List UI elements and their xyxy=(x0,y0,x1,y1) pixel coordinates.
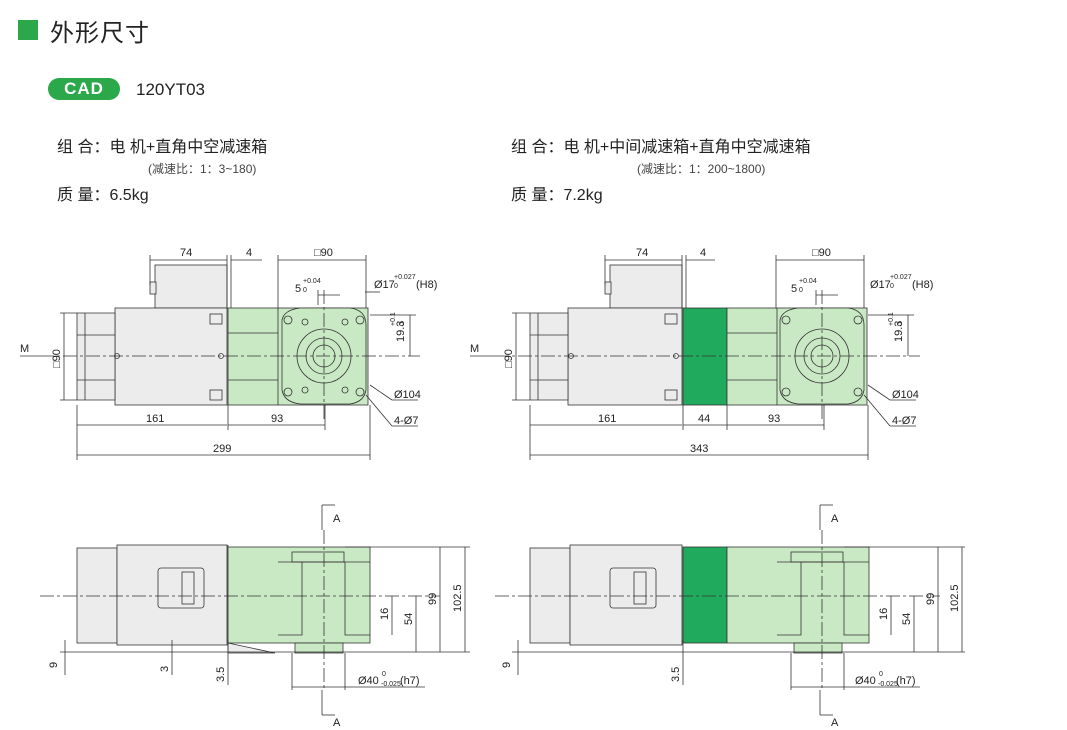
dim-holes: 4-Ø7 xyxy=(892,415,916,427)
dim-5-tol-lower: 0 xyxy=(799,287,803,294)
dim-19-3-tol-upper: +0.1 xyxy=(888,312,895,326)
dim-phi17-tol-lower: 0 xyxy=(394,283,398,290)
dim-54: 54 xyxy=(403,613,415,625)
section-a-top: A xyxy=(333,513,341,525)
section-a-top: A xyxy=(831,513,839,525)
dim-phi40-fit: (h7) xyxy=(400,675,420,687)
dim-299: 299 xyxy=(213,443,231,455)
left-combination: 组 合：电 机+直角中空减速箱 xyxy=(57,139,268,156)
dim-93: 93 xyxy=(768,413,780,425)
dim-5-tol-upper: +0.04 xyxy=(303,278,321,285)
dim-side-sq90: □90 xyxy=(503,349,515,368)
label-m: M xyxy=(20,343,29,355)
dim-phi104: Ø104 xyxy=(394,389,421,401)
dim-phi17: Ø17 xyxy=(870,279,891,291)
dim-3: 3 xyxy=(159,666,171,672)
dim-sq90: □90 xyxy=(812,247,831,259)
dim-16: 16 xyxy=(379,608,391,620)
dim-102-5: 102.5 xyxy=(452,584,464,612)
dim-phi17-fit: (H8) xyxy=(912,279,933,291)
dim-19-3-tol-lower: 0 xyxy=(897,322,904,326)
dim-phi104: Ø104 xyxy=(892,389,919,401)
right-mass: 质 量：7.2kg xyxy=(511,187,603,204)
dim-19-3-tol-lower: 0 xyxy=(399,322,406,326)
dim-phi40-tol-lower: -0.025 xyxy=(878,681,898,688)
right-combination: 组 合：电 机+中间减速箱+直角中空减速箱 xyxy=(511,139,811,156)
dim-sq90: □90 xyxy=(314,247,333,259)
dim-phi17-tol-upper: +0.027 xyxy=(394,274,416,281)
dim-phi40: Ø40 xyxy=(358,675,379,687)
right-side-view-drawing: A A 16 54 99 102.5 9 3.5 Ø40 0 -0.025 (h… xyxy=(495,504,965,729)
dim-5-tol-upper: +0.04 xyxy=(799,278,817,285)
dim-5: 5 xyxy=(295,283,301,295)
dim-19-3: 19.3 xyxy=(395,321,407,342)
dim-19-3: 19.3 xyxy=(893,321,905,342)
dim-93: 93 xyxy=(271,413,283,425)
dim-74: 74 xyxy=(180,247,192,259)
dim-phi17-fit: (H8) xyxy=(416,279,437,291)
dim-4: 4 xyxy=(700,247,706,259)
dim-phi17-tol-upper: +0.027 xyxy=(890,274,912,281)
dim-phi40-tol-lower: -0.025 xyxy=(381,681,401,688)
dim-4: 4 xyxy=(246,247,252,259)
section-a-bottom: A xyxy=(831,717,839,729)
dim-phi40-fit: (h7) xyxy=(896,675,916,687)
dim-phi17-tol-lower: 0 xyxy=(890,283,894,290)
left-ratio: (减速比：1：3~180) xyxy=(148,162,257,176)
dim-9: 9 xyxy=(48,662,60,668)
dim-phi40-tol-upper: 0 xyxy=(382,671,386,678)
page-title: 外形尺寸 xyxy=(50,20,150,47)
right-front-view-drawing: 74 4 □90 5 +0.04 0 Ø17 +0.027 0 (H8) 19.… xyxy=(470,247,933,460)
dim-phi40-tol-upper: 0 xyxy=(879,671,883,678)
model-number: 120YT03 xyxy=(136,80,205,99)
dim-3-5: 3.5 xyxy=(670,667,682,682)
dim-161: 161 xyxy=(146,413,164,425)
left-mass: 质 量：6.5kg xyxy=(57,187,149,204)
dim-16: 16 xyxy=(878,608,890,620)
dim-phi17: Ø17 xyxy=(374,279,395,291)
dim-99: 99 xyxy=(427,593,439,605)
dim-161: 161 xyxy=(598,413,616,425)
dim-side-sq90: □90 xyxy=(51,349,63,368)
dim-54: 54 xyxy=(901,613,913,625)
left-front-view-drawing: 74 4 □90 5 +0.04 0 Ø17 +0.027 0 (H8) 19.… xyxy=(20,247,437,460)
dim-99: 99 xyxy=(925,593,937,605)
dim-343: 343 xyxy=(690,443,708,455)
section-marker xyxy=(18,20,38,40)
dim-44: 44 xyxy=(698,413,710,425)
label-m: M xyxy=(470,343,479,355)
dim-5: 5 xyxy=(791,283,797,295)
cad-badge[interactable]: CAD xyxy=(48,78,120,100)
left-side-view-drawing: A A 16 54 99 102.5 9 3 3.5 Ø40 0 -0.025 … xyxy=(40,504,470,729)
dim-holes: 4-Ø7 xyxy=(394,415,418,427)
dim-74: 74 xyxy=(636,247,648,259)
right-ratio: (减速比：1：200~1800) xyxy=(637,162,766,176)
dim-3-5: 3.5 xyxy=(215,667,227,682)
dim-19-3-tol-upper: +0.1 xyxy=(390,312,397,326)
dim-5-tol-lower: 0 xyxy=(303,287,307,294)
dim-102-5: 102.5 xyxy=(949,584,961,612)
dim-9: 9 xyxy=(501,662,513,668)
section-a-bottom: A xyxy=(333,717,341,729)
dim-phi40: Ø40 xyxy=(855,675,876,687)
